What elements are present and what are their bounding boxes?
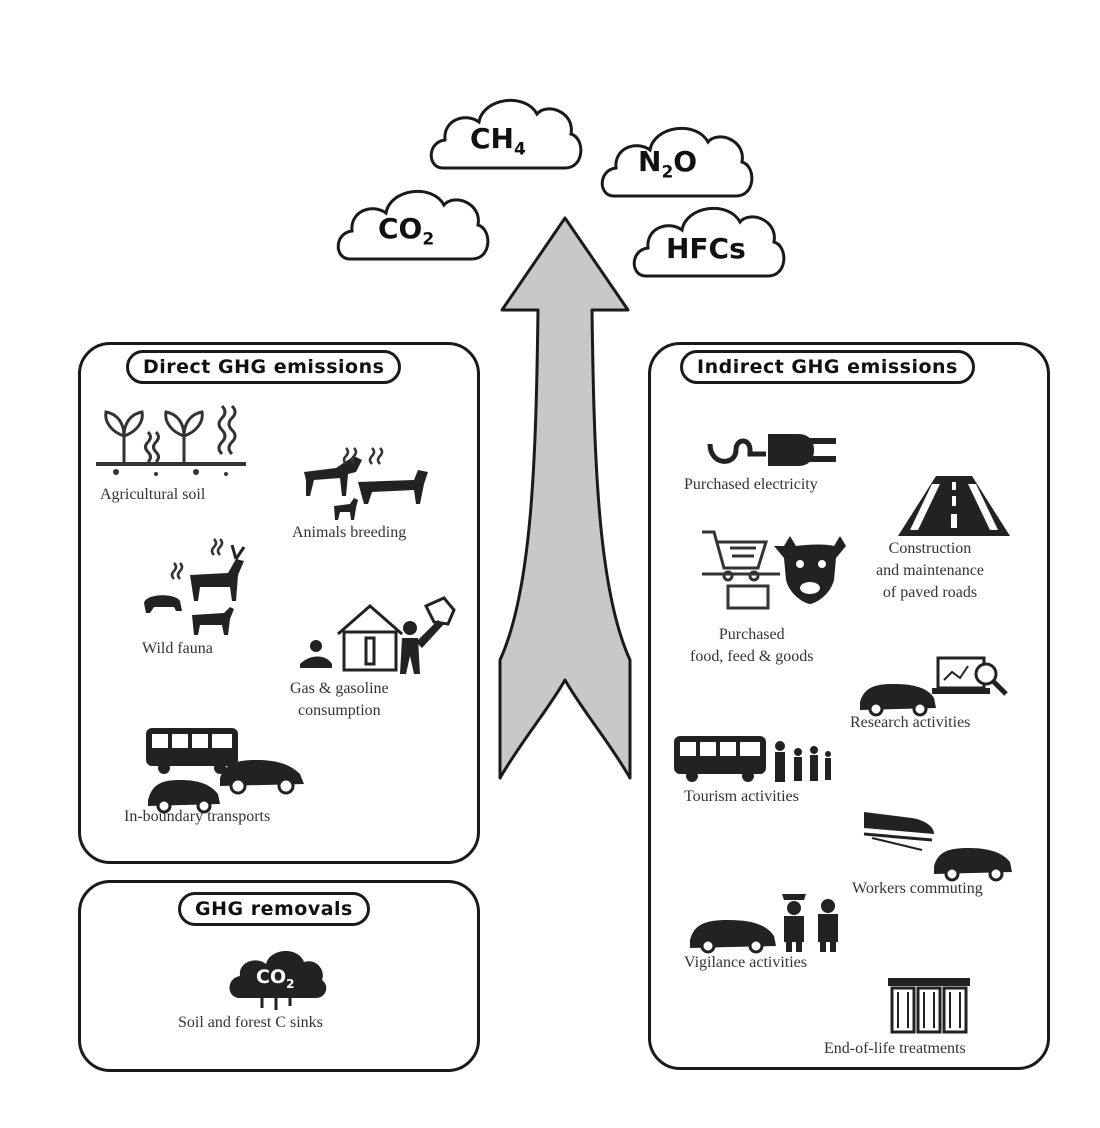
food-feed-goods-icon bbox=[702, 530, 846, 610]
commuting-icon bbox=[863, 812, 1012, 882]
gas-gasoline-icon bbox=[300, 596, 456, 674]
transports-icon bbox=[146, 728, 304, 814]
wild-fauna-label: Wild fauna bbox=[142, 640, 213, 657]
vigilance-label: Vigilance activities bbox=[684, 954, 807, 971]
co2-label: CO2 bbox=[378, 212, 435, 250]
electric-plug-icon bbox=[707, 434, 836, 466]
ch4-cloud bbox=[429, 98, 583, 170]
commuting-label: Workers commuting bbox=[852, 880, 983, 897]
indirect-emissions-title: Indirect GHG emissions bbox=[680, 350, 975, 384]
waste-bins-icon bbox=[888, 978, 970, 1034]
vigilance-icon bbox=[690, 894, 838, 954]
research-icon bbox=[860, 656, 1008, 717]
research-label: Research activities bbox=[850, 714, 971, 731]
agricultural-soil-icon bbox=[96, 404, 246, 476]
animals-breeding-label: Animals breeding bbox=[292, 524, 407, 541]
animals-breeding-icon bbox=[304, 447, 428, 520]
hfcs-cloud bbox=[632, 206, 786, 278]
ghg-removals-title: GHG removals bbox=[178, 892, 370, 926]
co2-sink-cloud-icon bbox=[229, 950, 327, 1010]
hfcs-label: HFCs bbox=[666, 232, 746, 265]
tourism-icon bbox=[674, 736, 831, 782]
food-label: Purchased food, feed & goods bbox=[690, 626, 814, 665]
gas-gasoline-label: Gas & gasoline consumption bbox=[290, 680, 389, 719]
roads-label: Construction and maintenance of paved ro… bbox=[876, 540, 984, 601]
agricultural-soil-label: Agricultural soil bbox=[100, 486, 206, 503]
transports-label: In-boundary transports bbox=[124, 808, 271, 825]
wild-fauna-icon bbox=[144, 538, 246, 635]
direct-emissions-title: Direct GHG emissions bbox=[126, 350, 402, 384]
n2o-cloud bbox=[600, 126, 754, 198]
electricity-label: Purchased electricity bbox=[684, 476, 818, 493]
n2o-label: N2O bbox=[638, 145, 698, 183]
ch4-label: CH4 bbox=[470, 122, 526, 160]
emission-arrow bbox=[498, 216, 632, 780]
co2-sink-label: CO2 bbox=[256, 966, 295, 991]
co2-cloud bbox=[336, 189, 490, 261]
soil-forest-sinks-label: Soil and forest C sinks bbox=[178, 1014, 323, 1031]
tourism-label: Tourism activities bbox=[684, 788, 799, 805]
paved-road-icon bbox=[898, 476, 1010, 536]
end-of-life-label: End-of-life treatments bbox=[824, 1040, 966, 1057]
